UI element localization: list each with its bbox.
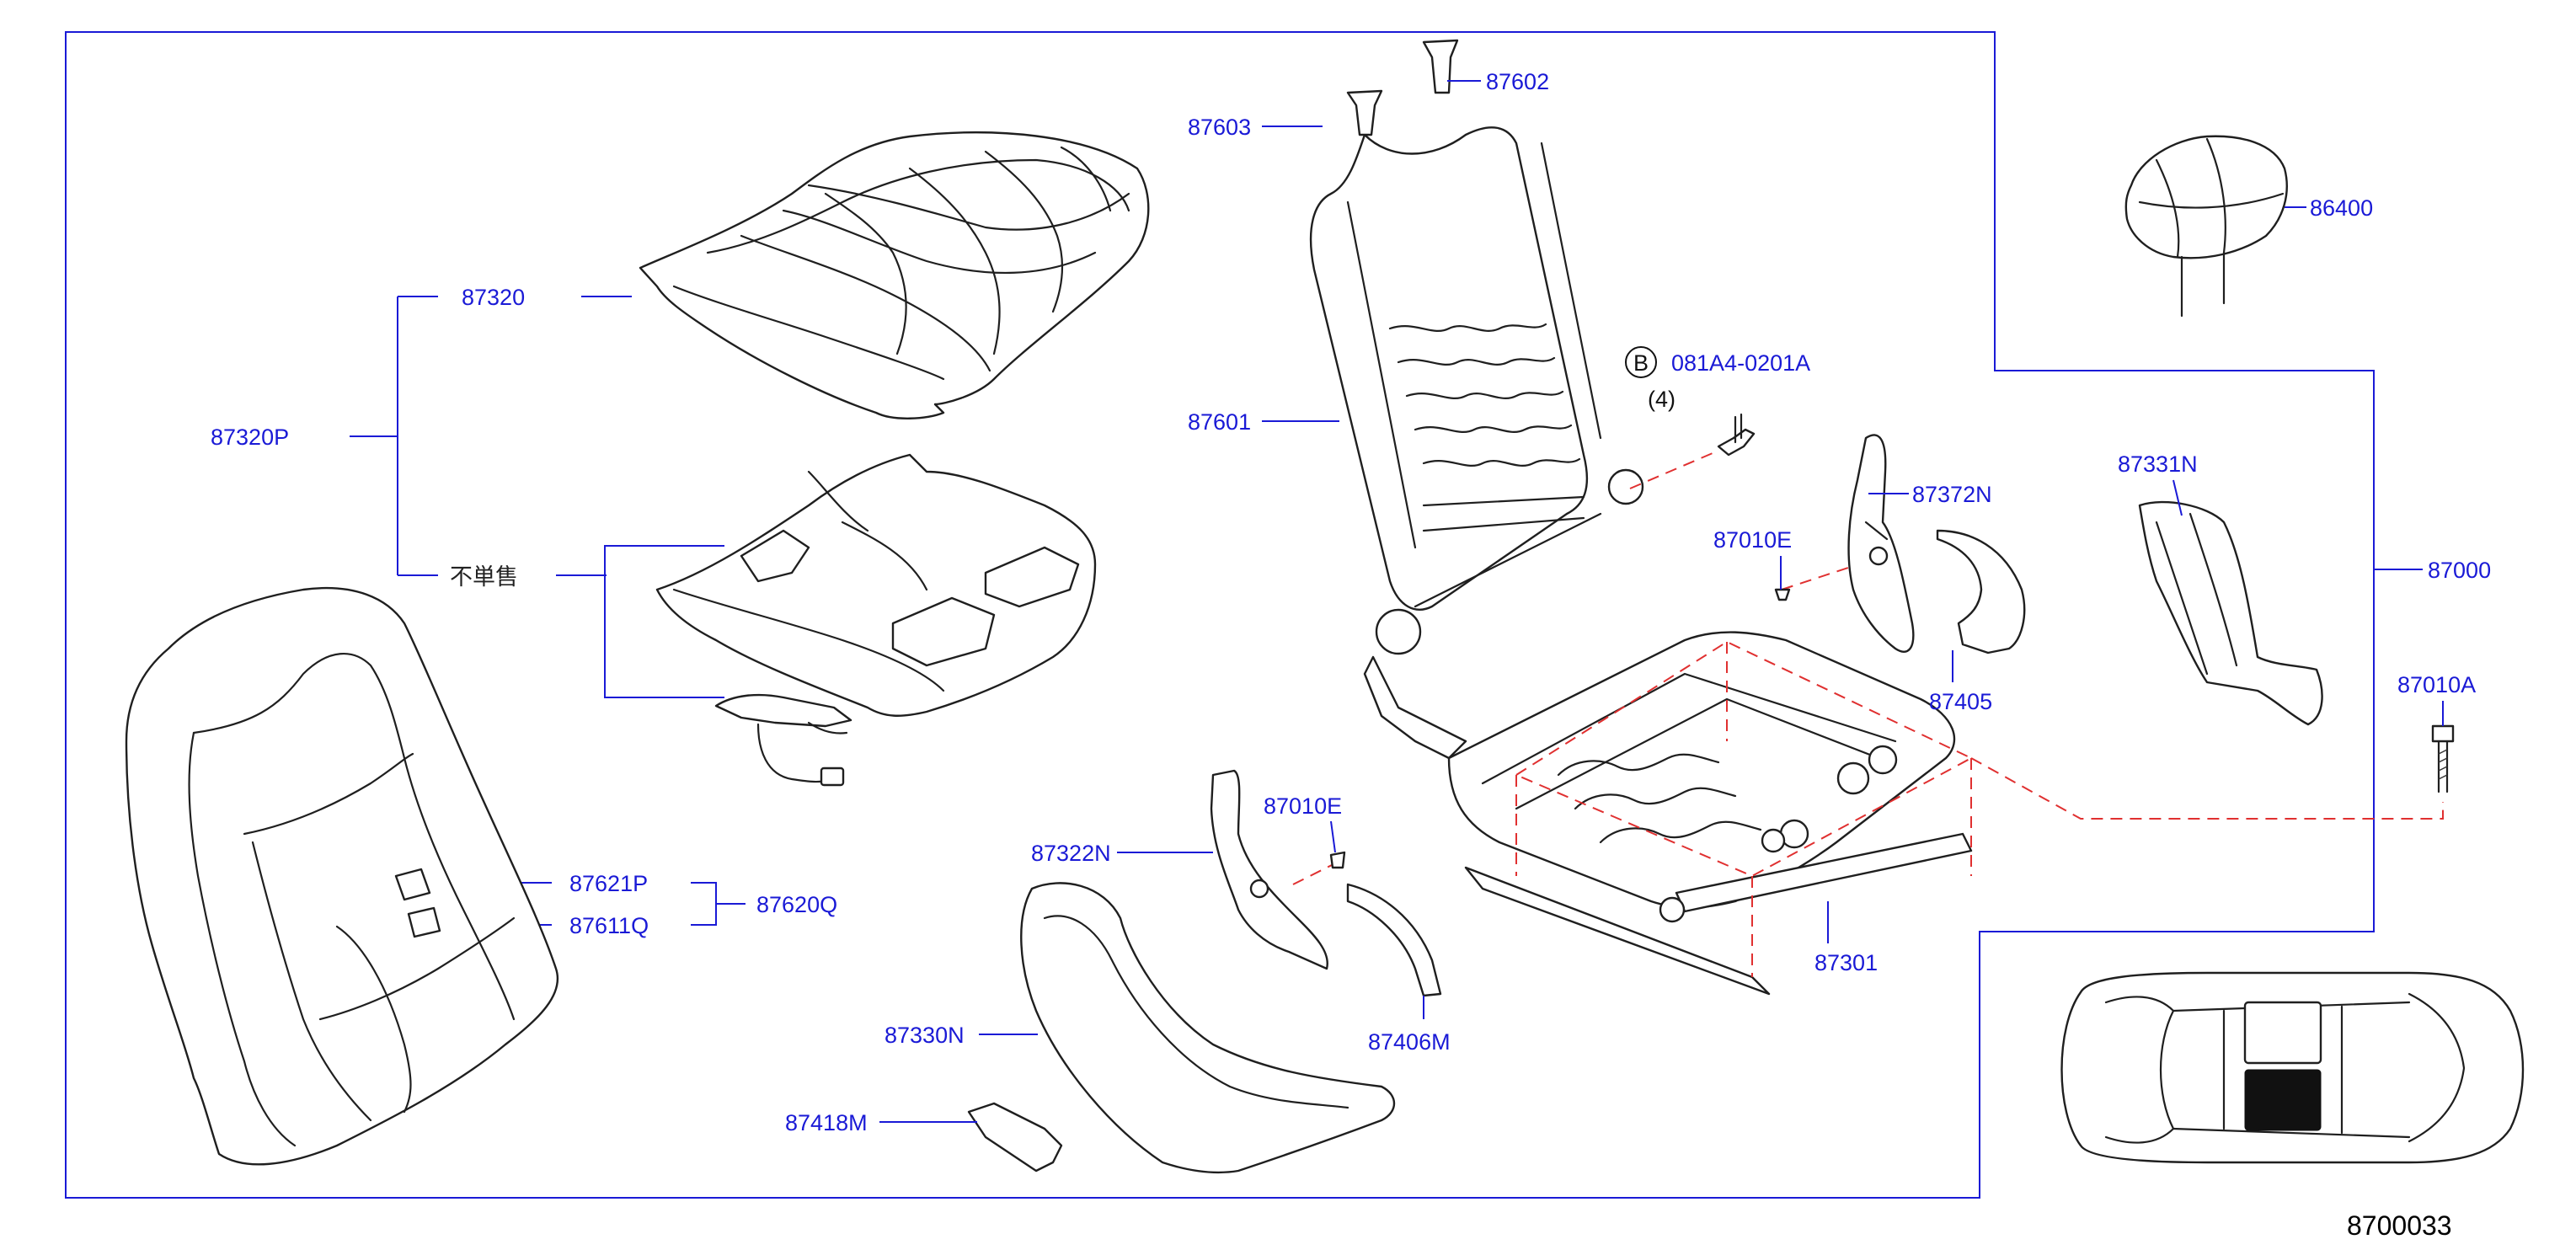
label-87320P: 87320P xyxy=(211,425,289,450)
seat-cushion-pad-drawing xyxy=(655,453,1097,717)
label-87010E-upper: 87010E xyxy=(1713,527,1792,553)
label-87000: 87000 xyxy=(2428,558,2491,583)
label-87418M: 87418M xyxy=(785,1110,868,1135)
trim-parts-drawing xyxy=(967,769,1442,1174)
side-cover-inner-drawing xyxy=(1847,434,2026,654)
seat-cushion-frame-drawing xyxy=(1447,631,1973,996)
bolt-callout-letter: B xyxy=(1633,350,1649,376)
bolt-87010A-drawing xyxy=(2431,724,2455,793)
label-87611Q: 87611Q xyxy=(569,913,649,938)
label-87406M: 87406M xyxy=(1368,1029,1451,1055)
label-87603: 87603 xyxy=(1188,115,1251,140)
car-top-view-inset xyxy=(2060,971,2525,1164)
label-87322N: 87322N xyxy=(1031,841,1111,866)
label-87602: 87602 xyxy=(1486,69,1549,94)
clip-87010E-drawings xyxy=(1329,588,1791,869)
label-87320: 87320 xyxy=(462,285,525,310)
bolt-drawing xyxy=(1717,413,1756,457)
diagram-code: 8700033 xyxy=(2347,1210,2452,1241)
outer-shield-drawing xyxy=(2138,500,2323,726)
label-87331N: 87331N xyxy=(2118,451,2198,477)
diagram-frame xyxy=(65,31,2375,1199)
label-87330N: 87330N xyxy=(884,1023,965,1048)
bolt-callout-circle xyxy=(1625,346,1657,378)
label-86400: 86400 xyxy=(2310,195,2373,221)
seat-cushion-cover-drawing xyxy=(639,131,1150,419)
label-87301: 87301 xyxy=(1814,950,1878,975)
seat-back-cover-drawing xyxy=(125,586,559,1166)
leader-lines xyxy=(879,80,2444,1123)
seat-back-frame-drawing xyxy=(1309,126,1644,760)
label-87601: 87601 xyxy=(1188,409,1251,435)
label-87010A: 87010A xyxy=(2397,672,2476,697)
label-87372N: 87372N xyxy=(1912,482,1992,507)
label-not-sold: 不単售 xyxy=(450,564,518,590)
label-87620Q: 87620Q xyxy=(756,892,837,917)
headrest-drawing xyxy=(2124,135,2288,318)
bolt-qty: (4) xyxy=(1648,387,1675,412)
label-87010E-lower: 87010E xyxy=(1264,793,1342,819)
assembly-dash-lines xyxy=(1292,450,2444,977)
label-87621P: 87621P xyxy=(569,871,648,896)
bolt-part-number: 081A4-0201A xyxy=(1671,350,1810,376)
seat-harness-drawing xyxy=(714,693,852,787)
label-87405: 87405 xyxy=(1929,689,1992,714)
headrest-guides-drawing xyxy=(1346,39,1459,136)
